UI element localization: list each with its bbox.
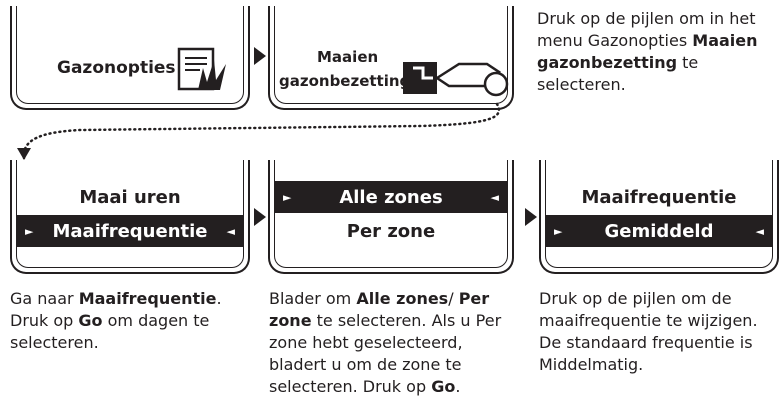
- zones-screen: ► Alle zones ◄ Per zone: [268, 160, 514, 274]
- mow-occupancy-label-line2: gazonbezetting: [279, 72, 411, 90]
- screen-inner: Gazonopties: [16, 6, 244, 104]
- menu-row-frequency[interactable]: Maaifrequentie: [581, 186, 737, 208]
- caption-text: /: [448, 289, 459, 308]
- caret-right-icon: ◄: [490, 190, 499, 204]
- caption-highlight: Per zone: [269, 289, 490, 330]
- lawn-options-label: Gazonopties: [57, 58, 176, 78]
- mow-occupancy-label-line1: Maaien: [317, 48, 379, 66]
- menu-row-selected[interactable]: ► Maaifrequentie ◄: [17, 215, 243, 247]
- caret-left-icon: ►: [283, 190, 292, 204]
- mow-occupancy-screen: Maaien gazonbezetting: [268, 6, 514, 110]
- screen-inner: Maaifrequentie ► Gemiddeld ◄: [545, 160, 773, 268]
- screen-inner: Maai uren ► Maaifrequentie ◄: [16, 160, 244, 268]
- caret-left-icon: ►: [554, 224, 563, 238]
- caption-highlight: Go: [78, 311, 103, 330]
- caret-left-icon: ►: [25, 224, 34, 238]
- caption-a: Ga naar Maaifrequentie. Druk op Go om da…: [10, 288, 250, 354]
- caption-text: Druk op de pijlen om de maaifrequentie t…: [539, 289, 758, 374]
- mow-frequency-screen: Maaifrequentie ► Gemiddeld ◄: [539, 160, 779, 274]
- flow-arrow-1: [254, 47, 266, 65]
- caption-b: Blader om Alle zones/ Per zone te select…: [269, 288, 519, 398]
- flow-arrow-2: [254, 208, 266, 226]
- intro-highlight: Maaien gazonbezetting: [537, 31, 758, 72]
- menu-row-label: Maaifrequentie: [52, 220, 208, 242]
- intro-text-part: Druk op de pijlen om in het menu Gazonop…: [537, 9, 756, 50]
- screen-inner: ► Alle zones ◄ Per zone: [274, 160, 508, 268]
- menu-row-selected[interactable]: ► Alle zones ◄: [275, 181, 507, 213]
- caption-text: Ga naar: [10, 289, 79, 308]
- caret-right-icon: ◄: [226, 224, 235, 238]
- caption-text: . Druk op: [10, 289, 222, 330]
- flow-arrow-3: [525, 208, 537, 226]
- caption-c: Druk op de pijlen om de maaifrequentie t…: [539, 288, 781, 376]
- intro-text-part: te selecteren.: [537, 53, 699, 94]
- caption-highlight: Alle zones: [356, 289, 449, 308]
- lawn-options-screen: Gazonopties: [10, 6, 250, 110]
- caption-highlight: Go: [431, 377, 456, 396]
- menu-row-label: Gemiddeld: [604, 220, 714, 242]
- mow-hours-screen: Maai uren ► Maaifrequentie ◄: [10, 160, 250, 274]
- caption-text: te selecteren. Als u Per zone hebt gesel…: [269, 311, 502, 396]
- menu-row-selected[interactable]: ► Gemiddeld ◄: [546, 215, 772, 247]
- intro-text: Druk op de pijlen om in het menu Gazonop…: [537, 8, 777, 96]
- caption-text: .: [455, 377, 461, 396]
- caption-text: Blader om: [269, 289, 357, 308]
- caption-highlight: Maaifrequentie: [78, 289, 217, 308]
- caret-right-icon: ◄: [755, 224, 764, 238]
- menu-row-label: Alle zones: [339, 186, 443, 208]
- menu-row-mow-hours[interactable]: Maai uren: [79, 186, 181, 208]
- document-grass-icon: [174, 44, 232, 94]
- screen-inner: Maaien gazonbezetting: [274, 6, 509, 104]
- mower-icon: [403, 54, 513, 98]
- menu-row-per-zone[interactable]: Per zone: [346, 220, 436, 242]
- caption-text: om dagen te selecteren.: [10, 311, 210, 352]
